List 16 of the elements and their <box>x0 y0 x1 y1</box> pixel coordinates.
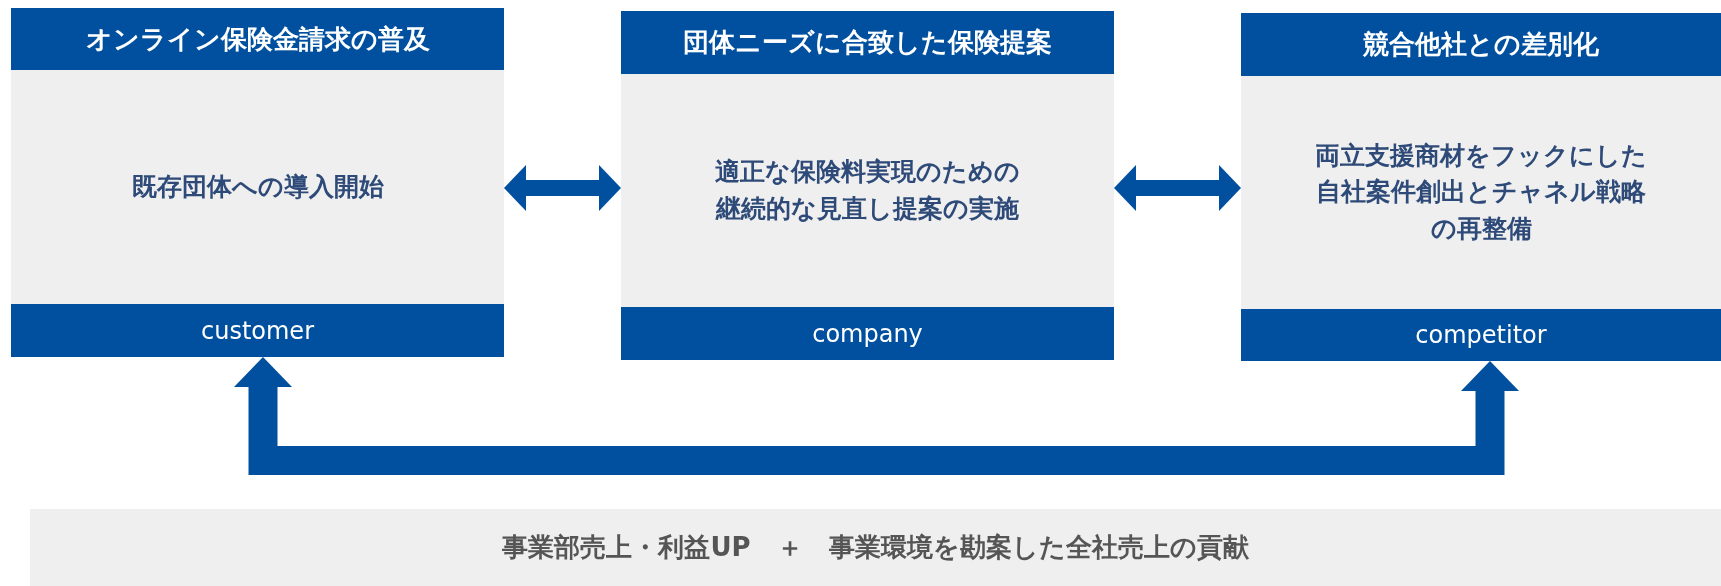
block-arrow <box>234 357 1519 475</box>
header-bar: 団体ニーズに合致した保険提案 <box>621 11 1114 74</box>
header-bar: 競合他社との差別化 <box>1241 13 1721 76</box>
footer-bar: competitor <box>1241 309 1721 361</box>
header-bar: オンライン保険金請求の普及 <box>11 8 504 70</box>
block-arrow <box>504 165 621 211</box>
block-arrow <box>1114 165 1241 211</box>
body-text: 両立支援商材をフックにした自社案件創出とチャネル戦略の再整備 <box>1314 140 1648 245</box>
body-text: 適正な保険料実現のための継続的な見直し提案の実施 <box>714 156 1021 225</box>
footer-bar: company <box>621 307 1114 360</box>
info-card <box>11 8 504 357</box>
body-text: 既存団体への導入開始 <box>131 170 384 203</box>
summary-text: 事業部売上・利益UP ＋ 事業環境を勘案した全社売上の貢献 <box>502 531 1249 564</box>
footer-bar: customer <box>11 304 504 357</box>
info-card <box>621 11 1114 360</box>
info-card <box>1241 13 1721 361</box>
